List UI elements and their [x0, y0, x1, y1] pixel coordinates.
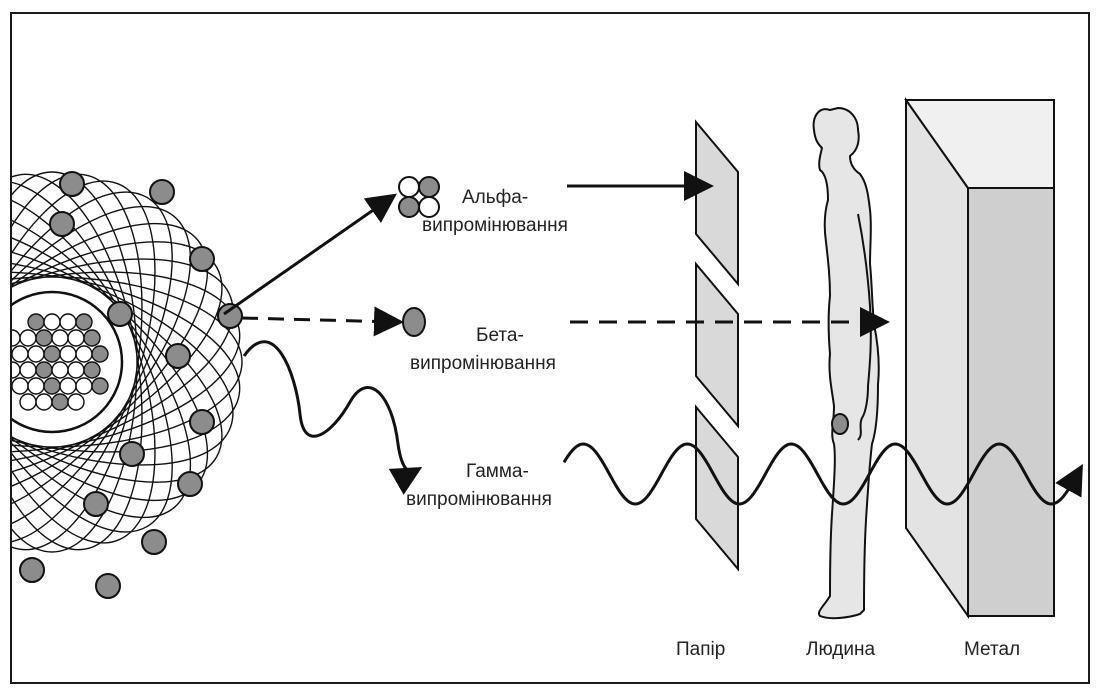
- alpha-label-line2: випромінювання: [422, 214, 568, 238]
- nucleon: [68, 394, 84, 410]
- nucleon: [52, 394, 68, 410]
- nucleon: [60, 378, 76, 394]
- electron: [50, 212, 74, 236]
- metal-label: Метал: [964, 638, 1020, 662]
- nucleon: [20, 362, 36, 378]
- electron: [150, 180, 174, 204]
- nucleon: [20, 330, 36, 346]
- nucleon: [68, 362, 84, 378]
- nucleon: [12, 346, 28, 362]
- nucleon: [28, 346, 44, 362]
- electron: [190, 410, 214, 434]
- nucleon: [76, 314, 92, 330]
- gamma-label-line2: випромінювання: [406, 488, 552, 512]
- electron: [96, 574, 120, 598]
- atom: [12, 154, 260, 598]
- nucleon: [60, 314, 76, 330]
- gamma-label: Гамма-: [466, 460, 529, 484]
- nucleon: [28, 314, 44, 330]
- nucleon: [84, 330, 100, 346]
- nucleon: [36, 394, 52, 410]
- electron: [84, 492, 108, 516]
- nucleon: [36, 362, 52, 378]
- nucleon: [52, 362, 68, 378]
- nucleon: [60, 346, 76, 362]
- nucleon: [76, 378, 92, 394]
- electron: [108, 302, 132, 326]
- electron: [60, 172, 84, 196]
- nucleon: [52, 330, 68, 346]
- nucleon: [92, 378, 108, 394]
- nucleon: [92, 346, 108, 362]
- electron: [218, 304, 242, 328]
- nucleon: [20, 394, 36, 410]
- electron: [120, 442, 144, 466]
- alpha-particle: [399, 177, 439, 217]
- beta-label-line2: випромінювання: [410, 352, 556, 376]
- nucleon: [28, 378, 44, 394]
- human-label: Людина: [806, 638, 875, 662]
- electron: [178, 472, 202, 496]
- nucleon: [44, 346, 60, 362]
- electron: [142, 530, 166, 554]
- nucleon: [76, 346, 92, 362]
- nucleon: [84, 362, 100, 378]
- electron: [190, 247, 214, 271]
- nucleon: [68, 330, 84, 346]
- electron: [166, 344, 190, 368]
- metal-barrier: [906, 100, 1054, 616]
- nucleon: [36, 330, 52, 346]
- human-figure: [814, 108, 879, 618]
- diagram-frame: Альфа- випромінювання Бета- випромінюван…: [10, 12, 1090, 684]
- nucleon: [44, 378, 60, 394]
- nucleon: [44, 314, 60, 330]
- beta-emission-arrow: [242, 318, 398, 322]
- alpha-label: Альфа-: [462, 186, 528, 210]
- gamma-emission-wave: [244, 342, 417, 472]
- radiation-penetration-diagram: [12, 14, 1090, 684]
- beta-label: Бета-: [476, 324, 524, 348]
- paper-label: Папір: [676, 638, 725, 662]
- nucleon: [12, 378, 28, 394]
- electron: [20, 558, 44, 582]
- alpha-emission-arrow: [224, 197, 392, 314]
- beta-particle: [403, 308, 425, 336]
